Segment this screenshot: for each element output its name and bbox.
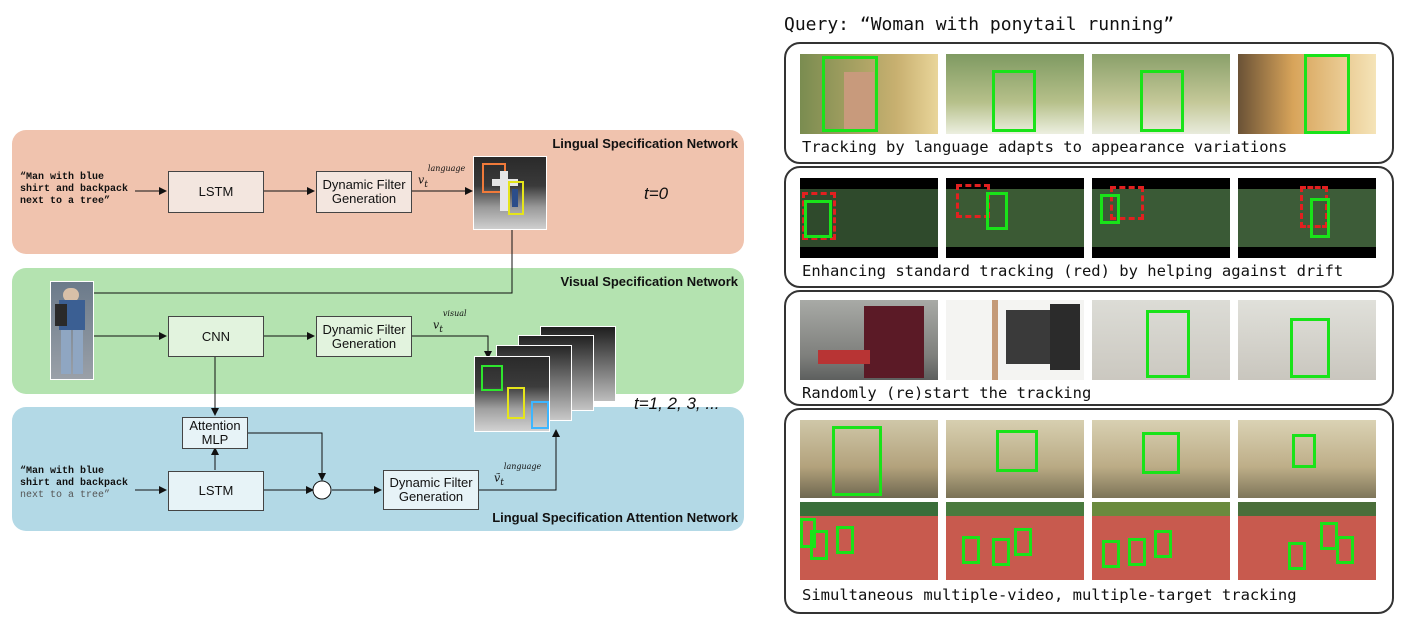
frame-image xyxy=(946,54,1084,134)
frame-image xyxy=(1238,178,1376,258)
v-symbol: ṽ xyxy=(494,471,501,485)
v-language-symbol: vt language xyxy=(418,164,465,190)
frame-image xyxy=(1238,300,1376,380)
lstm-box-lingual: LSTM xyxy=(168,171,264,213)
frame-image xyxy=(1238,502,1376,580)
v-sup: language xyxy=(503,462,542,471)
dfg-label-line: Generation xyxy=(398,489,464,504)
dfg-label-line: Generation xyxy=(331,191,397,206)
dfg-label-line: Dynamic Filter xyxy=(322,177,406,192)
frame-image xyxy=(800,502,938,580)
query-line: shirt and backpack xyxy=(20,184,129,195)
attention-label-line: Attention xyxy=(189,418,241,433)
query-line: next to a tree” xyxy=(20,196,111,207)
v-sub: t xyxy=(424,178,428,190)
panel-caption: Enhancing standard tracking (red) by hel… xyxy=(802,262,1344,280)
frame-image xyxy=(800,178,938,258)
lstm-label: LSTM xyxy=(198,483,234,498)
v-symbol: v xyxy=(433,318,440,332)
frame-image xyxy=(1092,54,1230,134)
lingual-spec-network-title: Lingual Specification Network xyxy=(552,136,738,151)
v-sub: t xyxy=(439,323,443,335)
v-sup: visual xyxy=(442,309,467,318)
frame-image xyxy=(946,300,1084,380)
v-visual-symbol: vt visual xyxy=(433,309,467,335)
lingual-query-text: “Man with blue shirt and backpack next t… xyxy=(20,172,128,208)
lstm-box-attention: LSTM xyxy=(168,471,264,511)
panel-caption: Tracking by language adapts to appearanc… xyxy=(802,138,1288,156)
example-panel-appearance: Tracking by language adapts to appearanc… xyxy=(784,42,1394,164)
frame-image xyxy=(800,54,938,134)
v-symbol: v xyxy=(418,173,425,187)
panel-caption: Randomly (re)start the tracking xyxy=(802,384,1092,402)
cnn-label: CNN xyxy=(201,328,231,344)
v-sup: language xyxy=(427,164,466,173)
query-line: next to a tree” xyxy=(20,490,111,501)
example-panel-drift: Enhancing standard tracking (red) by hel… xyxy=(784,166,1394,288)
query-line: “Man with blue xyxy=(20,466,105,477)
dynamic-filter-box-lingual: Dynamic Filter Generation xyxy=(316,171,412,213)
query-line: shirt and backpack xyxy=(20,478,129,489)
frame-image xyxy=(1092,502,1230,580)
tracked-frame-stack-1 xyxy=(474,356,550,432)
lingual-attention-network-title: Lingual Specification Attention Network xyxy=(492,510,738,525)
frame-image xyxy=(1092,300,1230,380)
attention-query-text: “Man with blue shirt and backpack next t… xyxy=(20,466,128,502)
visual-spec-network-title: Visual Specification Network xyxy=(560,274,738,289)
tracked-image-t0 xyxy=(473,156,547,230)
frame-image xyxy=(1092,178,1230,258)
time-label-t-seq: t=1, 2, 3, ... xyxy=(634,394,720,413)
v-sub: t xyxy=(500,476,504,488)
frame-image xyxy=(1092,420,1230,498)
lstm-label: LSTM xyxy=(198,184,234,199)
query-line: “Man with blue xyxy=(20,172,105,183)
example-panel-restart: Randomly (re)start the tracking xyxy=(784,290,1394,406)
dfg-label-line: Dynamic Filter xyxy=(322,321,406,337)
example-panel-multi-target: Simultaneous multiple-video, multiple-ta… xyxy=(784,408,1394,614)
attention-mlp-box: Attention MLP xyxy=(182,417,248,449)
dfg-label-line: Dynamic Filter xyxy=(389,475,473,490)
frame-image xyxy=(946,178,1084,258)
dynamic-filter-box-attention: Dynamic Filter Generation xyxy=(383,470,479,510)
diagram-connectors xyxy=(92,187,560,500)
cnn-box: CNN xyxy=(168,316,264,357)
frame-image xyxy=(800,300,938,380)
frame-image xyxy=(1238,54,1376,134)
attention-label-line: MLP xyxy=(201,432,229,447)
frame-image xyxy=(946,420,1084,498)
frame-image xyxy=(1238,420,1376,498)
dynamic-filter-box-visual: Dynamic Filter Generation xyxy=(316,316,412,357)
time-label-t0: t=0 xyxy=(644,184,669,203)
query-title: Query: “Woman with ponytail running” xyxy=(784,14,1175,35)
frame-image xyxy=(946,502,1084,580)
dfg-label-line: Generation xyxy=(331,335,397,351)
lingual-attention-network-band: Lingual Specification Attention Network xyxy=(12,407,744,531)
panel-caption: Simultaneous multiple-video, multiple-ta… xyxy=(802,586,1297,604)
person-crop-image xyxy=(50,281,94,380)
frame-image xyxy=(800,420,938,498)
v-tilde-language-symbol: ṽt language xyxy=(494,462,541,488)
